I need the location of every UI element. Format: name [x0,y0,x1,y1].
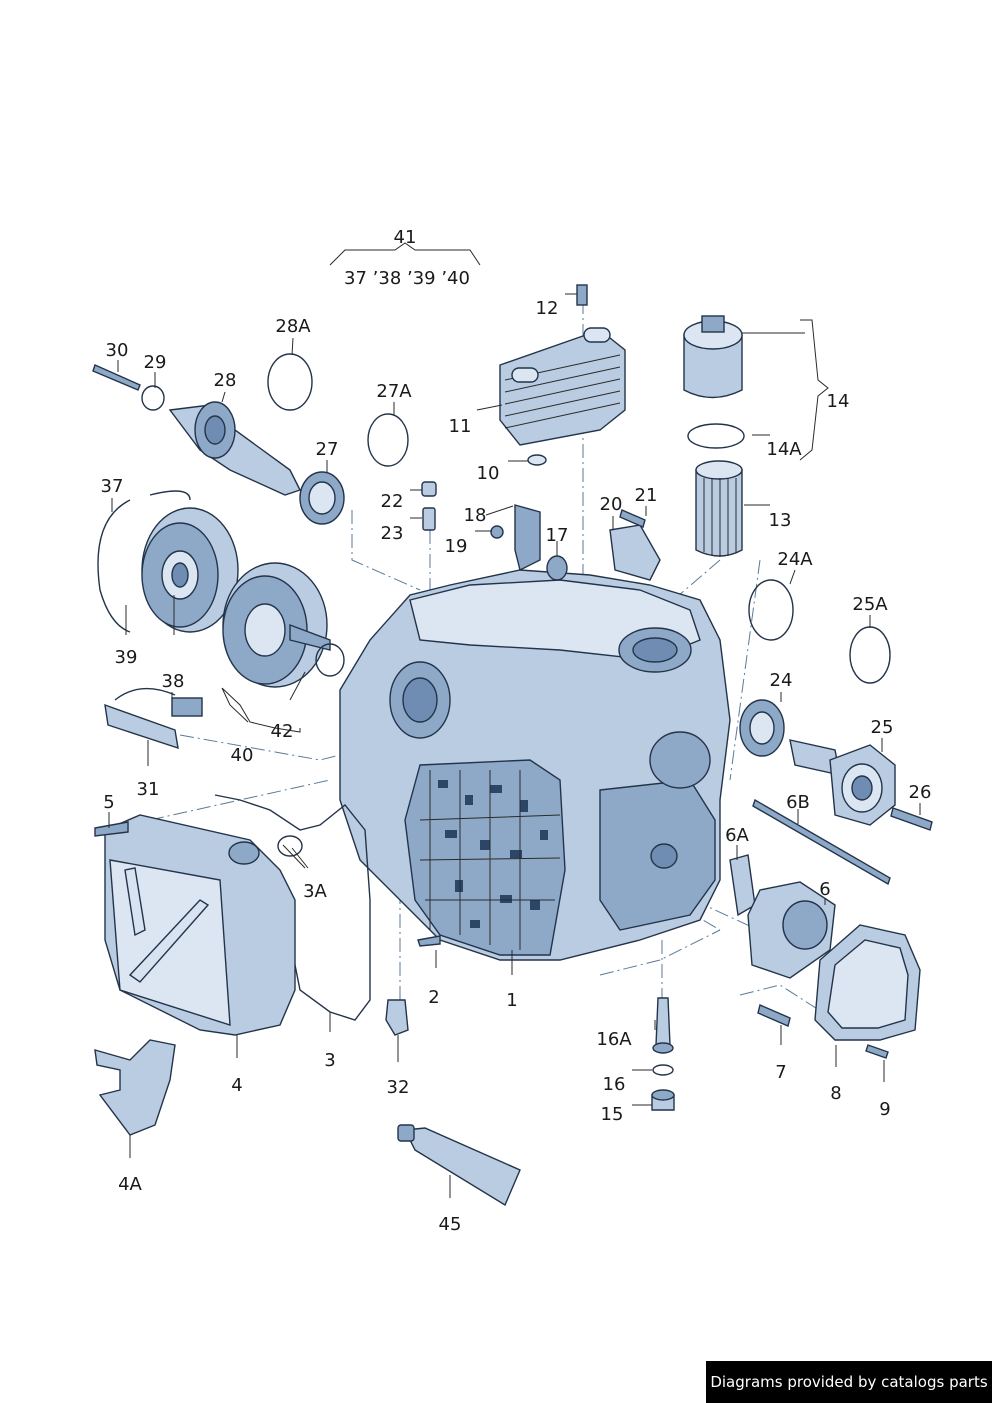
oil-cooler [499,284,626,466]
sensor-harness [104,687,203,750]
label-25A: 25A [852,594,888,615]
gearbox-housing [339,569,731,961]
label-7: 7 [775,1062,786,1083]
label-14A: 14A [766,439,802,460]
label-6A: 6A [725,825,749,846]
label-12: 12 [536,298,559,319]
label-8: 8 [830,1083,841,1104]
label-16A: 16A [596,1029,632,1050]
footer-credit: Diagrams provided by catalogs parts [706,1361,992,1403]
label-31: 31 [137,779,160,800]
label-6B: 6B [786,792,810,813]
label-24: 24 [770,670,793,691]
oil-filter-assembly [683,315,745,557]
small-parts [421,481,661,581]
label-9: 9 [879,1099,890,1120]
label-1: 1 [506,990,517,1011]
label-2: 2 [428,987,439,1008]
label-32: 32 [387,1077,410,1098]
label-group-41: 37 ’38 ’39 ’40 [344,268,470,289]
label-22: 22 [381,491,404,512]
label-19: 19 [445,536,468,557]
label-25: 25 [871,717,894,738]
label-38: 38 [162,671,185,692]
label-5: 5 [103,792,114,813]
label-26: 26 [909,782,932,803]
label-23: 23 [381,523,404,544]
label-17: 17 [546,525,569,546]
flange-shaft-left [92,353,409,525]
label-37: 37 [101,476,124,497]
label-30: 30 [106,340,129,361]
label-6: 6 [819,879,830,900]
label-3: 3 [324,1050,335,1071]
clutch-assembly [97,490,345,688]
label-42: 42 [271,721,294,742]
label-15: 15 [601,1104,624,1125]
bracket [94,1039,176,1136]
label-20: 20 [600,494,623,515]
label-41: 41 [394,227,417,248]
drain-parts [385,997,675,1111]
label-28A: 28A [275,316,311,337]
part-labels: 41 37 ’38 ’39 ’40 12 11 10 14 14A 13 30 … [101,227,932,1235]
label-28: 28 [214,370,237,391]
flange-shaft-right [739,579,933,886]
label-27: 27 [316,439,339,460]
label-4: 4 [231,1075,242,1096]
label-40: 40 [231,745,254,766]
label-3A: 3A [303,881,327,902]
label-21: 21 [635,485,658,506]
label-18: 18 [464,505,487,526]
sealant-tube [397,1124,521,1207]
label-10: 10 [477,463,500,484]
leader-lines [108,242,921,1198]
label-14: 14 [827,391,850,412]
label-4A: 4A [118,1174,142,1195]
label-24A: 24A [777,549,813,570]
label-11: 11 [449,416,472,437]
label-27A: 27A [376,381,412,402]
label-13: 13 [769,510,792,531]
label-29: 29 [144,352,167,373]
label-16: 16 [603,1074,626,1095]
label-39: 39 [115,647,138,668]
covers-right [729,854,921,1059]
label-45: 45 [439,1214,462,1235]
